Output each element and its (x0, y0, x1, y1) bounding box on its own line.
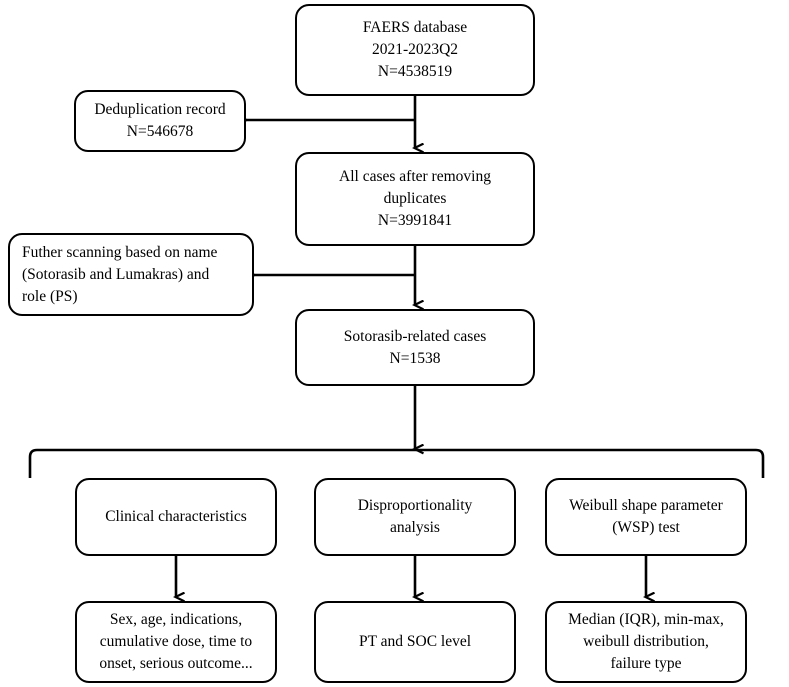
node-source-database[interactable]: FAERS database 2021-2023Q2 N=4538519 (295, 4, 535, 96)
node-after-removing-duplicates[interactable]: All cases after removing duplicates N=39… (295, 152, 535, 246)
node-clinical-characteristics[interactable]: Clinical characteristics (75, 478, 277, 556)
node-sotorasib-related-cases-label: Sotorasib-related cases N=1538 (343, 327, 487, 367)
node-clinical-characteristics-label: Clinical characteristics (105, 508, 247, 525)
node-deduplication-record-label: Deduplication record N=546678 (94, 101, 226, 140)
node-clinical-outputs[interactable]: Sex, age, indications, cumulative dose, … (75, 601, 277, 683)
node-source-database-label: FAERS database 2021-2023Q2 N=4538519 (362, 19, 468, 80)
node-disproportionality-outputs-label: PT and SOC level (358, 633, 472, 650)
node-weibull-shape-parameter-test-label: Weibull shape parameter (WSP) test (569, 497, 723, 536)
node-disproportionality-analysis[interactable]: Disproportionality analysis (314, 478, 516, 556)
node-weibull-outputs[interactable]: Median (IQR), min-max, weibull distribut… (545, 601, 747, 683)
node-disproportionality-analysis-label: Disproportionality analysis (357, 497, 473, 536)
node-weibull-outputs-label: Median (IQR), min-max, weibull distribut… (568, 611, 724, 672)
node-disproportionality-outputs[interactable]: PT and SOC level (314, 601, 516, 683)
node-sotorasib-related-cases[interactable]: Sotorasib-related cases N=1538 (295, 309, 535, 386)
node-deduplication-record[interactable]: Deduplication record N=546678 (74, 90, 246, 152)
node-after-removing-duplicates-label: All cases after removing duplicates N=39… (339, 168, 491, 229)
node-weibull-shape-parameter-test[interactable]: Weibull shape parameter (WSP) test (545, 478, 747, 556)
node-further-scanning[interactable]: Futher scanning based on name (Sotorasib… (8, 233, 254, 316)
bracket-three-branches (28, 448, 765, 478)
node-further-scanning-label: Futher scanning based on name (Sotorasib… (22, 243, 218, 305)
node-clinical-outputs-label: Sex, age, indications, cumulative dose, … (99, 611, 253, 672)
